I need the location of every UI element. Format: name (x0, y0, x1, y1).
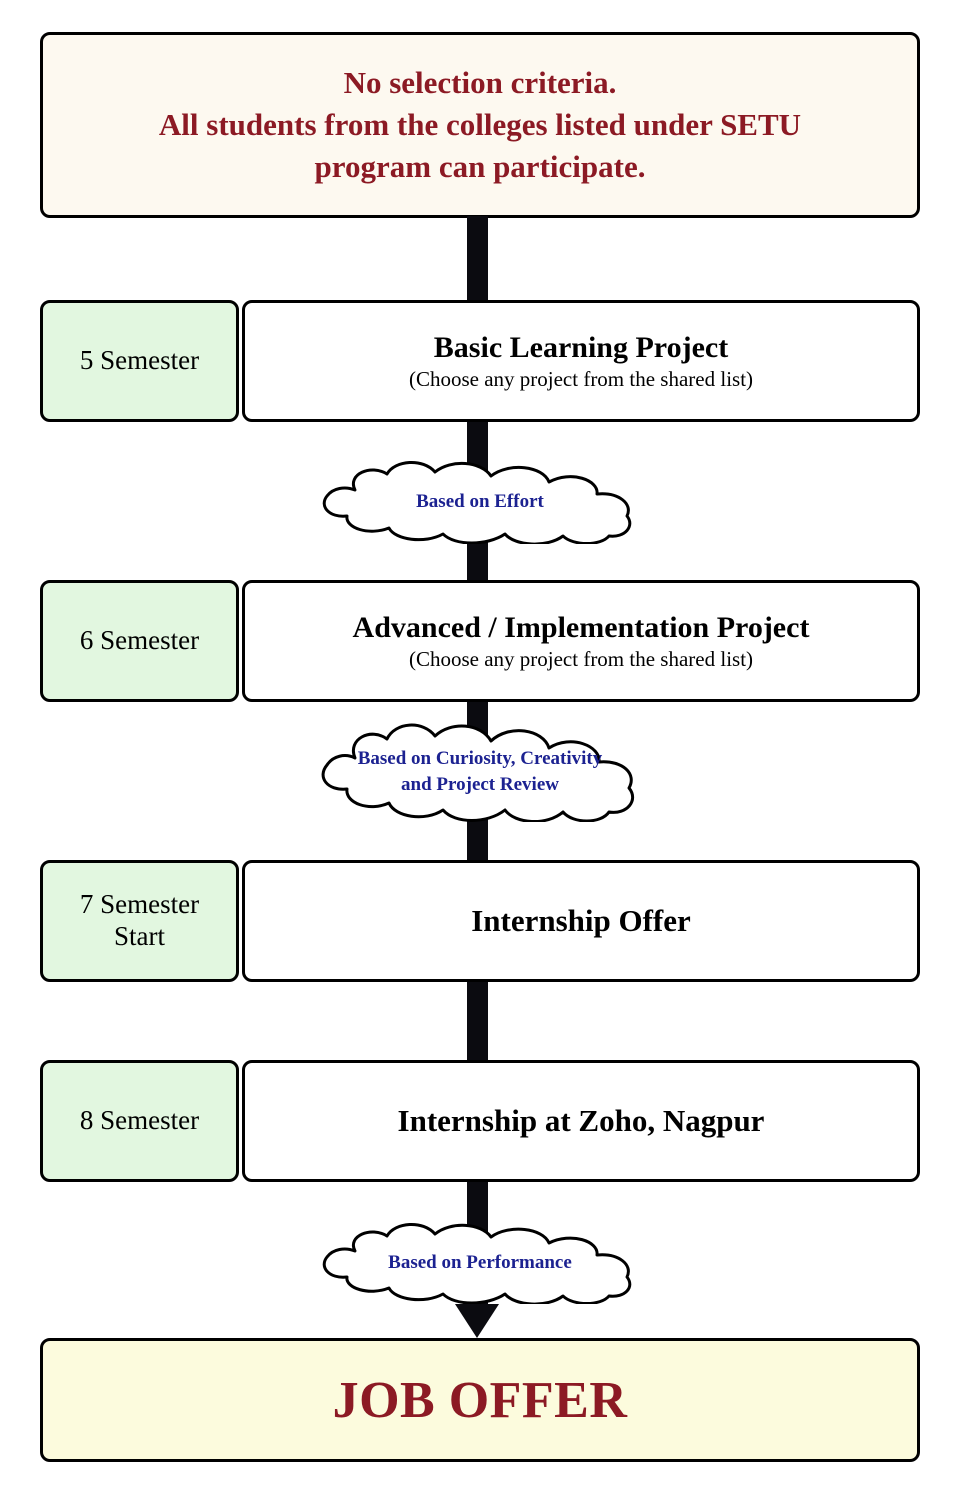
stage-row-semester-8: 8 Semester Internship at Zoho, Nagpur (40, 1060, 920, 1182)
stage-box-internship-offer: Internship Offer (242, 860, 920, 982)
stage-subtitle-5: (Choose any project from the shared list… (408, 367, 754, 392)
notice-line-3: program can participate. (314, 148, 646, 184)
semester-label-8: 8 Semester (40, 1060, 239, 1182)
arrow-head-icon (455, 1304, 499, 1338)
notice-line-2: All students from the colleges listed un… (158, 107, 802, 143)
notice-line-1: No selection criteria. (343, 65, 617, 101)
semester-label-7: 7 Semester Start (40, 860, 239, 982)
stage-row-semester-7: 7 Semester Start Internship Offer (40, 860, 920, 982)
stage-subtitle-6: (Choose any project from the shared list… (408, 647, 754, 672)
stage-row-semester-5: 5 Semester Basic Learning Project (Choos… (40, 300, 920, 422)
stage-row-semester-6: 6 Semester Advanced / Implementation Pro… (40, 580, 920, 702)
semester-7-line-2: Start (113, 921, 165, 951)
cloud-callout-based-on-curiosity: Based on Curiosity, Creativity and Proje… (295, 722, 665, 822)
connector-notice-to-semester-5 (467, 216, 488, 302)
selection-criteria-notice: No selection criteria. All students from… (40, 32, 920, 218)
stage-title-6: Advanced / Implementation Project (352, 610, 810, 644)
semester-label-5: 5 Semester (40, 300, 239, 422)
semester-label-6: 6 Semester (40, 580, 239, 702)
semester-7-line-1: 7 Semester (79, 889, 200, 920)
stage-box-internship-zoho-nagpur: Internship at Zoho, Nagpur (242, 1060, 920, 1182)
job-offer-box: JOB OFFER (40, 1338, 920, 1462)
stage-title-5: Basic Learning Project (433, 330, 729, 364)
stage-box-basic-learning-project: Basic Learning Project (Choose any proje… (242, 300, 920, 422)
stage-box-advanced-implementation-project: Advanced / Implementation Project (Choos… (242, 580, 920, 702)
stage-title-8: Internship at Zoho, Nagpur (397, 1102, 765, 1138)
cloud-callout-based-on-effort: Based on Effort (295, 460, 665, 544)
cloud-callout-based-on-performance: Based on Performance (295, 1222, 665, 1304)
stage-title-7: Internship Offer (471, 902, 691, 938)
job-offer-label: JOB OFFER (332, 1371, 628, 1429)
cloud-shape-icon (322, 461, 632, 544)
cloud-shape-icon (322, 1223, 632, 1304)
cloud-shape-icon (321, 723, 635, 822)
connector-semester-7-to-8 (467, 980, 488, 1062)
